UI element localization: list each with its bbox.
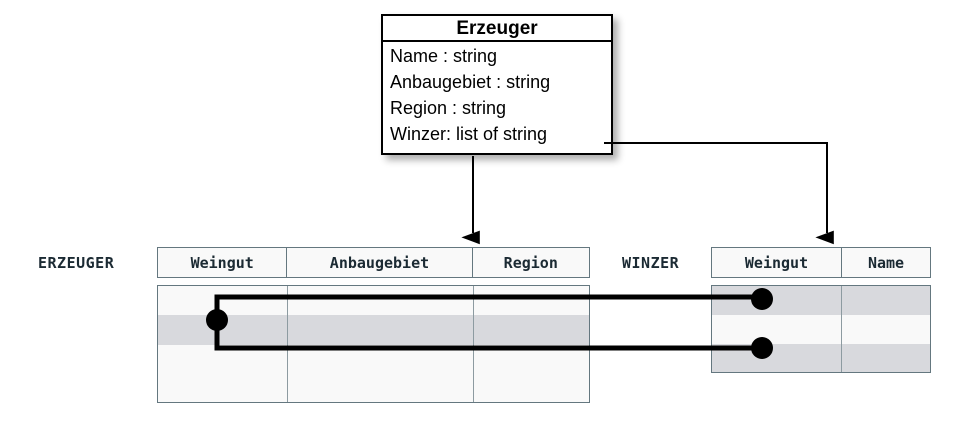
uml-attribute-name: Name : string bbox=[390, 46, 498, 66]
column-header-anbaugebiet: Anbaugebiet bbox=[287, 248, 473, 277]
table-cell-weingut bbox=[712, 344, 842, 372]
table-cell-weingut bbox=[712, 315, 842, 344]
table-row[interactable] bbox=[712, 315, 930, 344]
table-cell-name bbox=[842, 344, 930, 372]
table-header-erzeuger: Weingut Anbaugebiet Region bbox=[157, 247, 590, 278]
uml-attribute-winzer: Winzer: list of string bbox=[390, 124, 548, 144]
table-row[interactable] bbox=[712, 286, 930, 315]
table-cell-weingut bbox=[712, 286, 842, 315]
uml-attribute-list: Name : string Anbaugebiet : string Regio… bbox=[383, 42, 611, 147]
column-header-weingut: Weingut bbox=[712, 248, 842, 277]
table-cell-weingut bbox=[158, 374, 288, 402]
table-cell-region bbox=[474, 374, 589, 402]
table-label-winzer: WINZER bbox=[622, 254, 680, 272]
column-header-weingut: Weingut bbox=[158, 248, 288, 277]
table-body-winzer bbox=[711, 285, 931, 373]
table-cell-anbaugebiet bbox=[288, 315, 474, 345]
table-row[interactable] bbox=[158, 315, 589, 345]
table-body-erzeuger bbox=[157, 285, 590, 403]
table-cell-anbaugebiet bbox=[288, 345, 474, 374]
table-cell-name bbox=[842, 286, 930, 315]
table-cell-region bbox=[474, 315, 589, 345]
table-row[interactable] bbox=[712, 344, 930, 372]
table-cell-weingut bbox=[158, 315, 288, 345]
table-cell-weingut bbox=[158, 345, 288, 374]
table-cell-anbaugebiet bbox=[288, 374, 474, 402]
uml-class-name: Erzeuger bbox=[383, 16, 611, 42]
column-header-name: Name bbox=[867, 253, 905, 272]
table-label-erzeuger: ERZEUGER bbox=[38, 254, 115, 272]
uml-attribute-region: Region : string bbox=[390, 98, 507, 118]
arrow-winzer-attr-to-winzer bbox=[604, 142, 834, 245]
column-header-region: Region bbox=[503, 253, 558, 272]
uml-attribute-anbaugebiet: Anbaugebiet : string bbox=[390, 72, 551, 92]
table-cell-weingut bbox=[158, 286, 288, 315]
table-row[interactable] bbox=[158, 374, 589, 402]
table-cell-anbaugebiet bbox=[288, 286, 474, 315]
table-header-winzer: Weingut Name bbox=[711, 247, 931, 278]
table-row[interactable] bbox=[158, 345, 589, 374]
table-cell-region bbox=[474, 286, 589, 315]
uml-class-box-erzeuger: Erzeuger Name : string Anbaugebiet : str… bbox=[381, 14, 613, 155]
table-cell-name bbox=[842, 315, 930, 344]
table-row[interactable] bbox=[158, 286, 589, 315]
table-cell-region bbox=[474, 345, 589, 374]
